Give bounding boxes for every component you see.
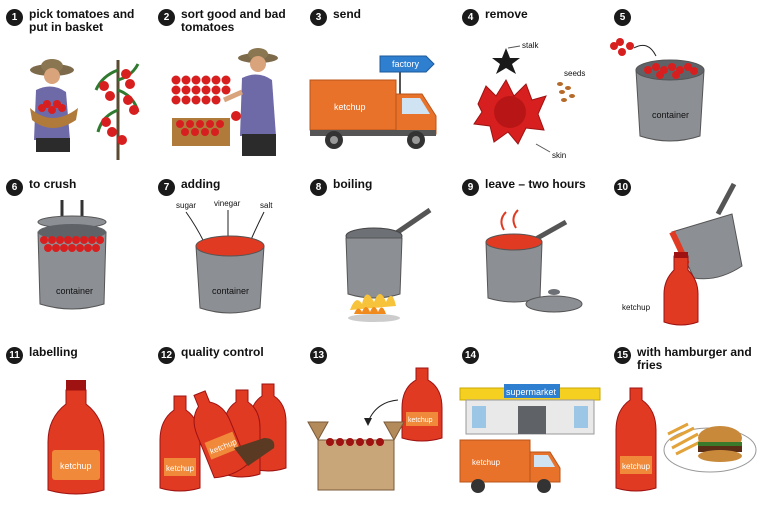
container-label: container	[56, 286, 93, 296]
pouring-into-bottle-illustration: ketchup	[622, 182, 743, 326]
step-title: quality control	[181, 345, 264, 359]
step-title: send	[333, 7, 362, 21]
step-6: 6 to crush container	[0, 170, 150, 338]
bottle-label: ketchup	[622, 462, 651, 471]
step-number: 6	[6, 179, 23, 196]
step-2: 2 sort good and bad tomatoes	[152, 0, 302, 168]
truck-label: ketchup	[334, 102, 366, 112]
step-title: boiling	[333, 177, 373, 191]
step-10: 10 ketchup	[608, 170, 758, 338]
step-number: 12	[158, 347, 175, 364]
ketchup-label: ketchup	[622, 303, 651, 312]
crushing-illustration: container	[37, 200, 107, 310]
step-number: 11	[6, 347, 23, 364]
step-12: 12 quality control ketchup ketchup	[152, 338, 302, 506]
step-8: 8 boiling	[304, 170, 454, 338]
step-1: 1 pick tomatoes and put in basket	[0, 0, 150, 168]
skin-label: skin	[552, 151, 566, 160]
quality-control-bottles-illustration: ketchup ketchup	[159, 383, 287, 492]
step-title: leave – two hours	[485, 177, 586, 191]
step-title: sort good and bad tomatoes	[181, 7, 286, 34]
step-title: labelling	[29, 345, 78, 359]
bottle-label: ketchup	[166, 464, 195, 473]
step-number: 10	[614, 179, 631, 196]
step-number: 13	[310, 347, 327, 364]
container-label: container	[652, 110, 689, 120]
step-number: 7	[158, 179, 175, 196]
supermarket-delivery-illustration: supermarket ketchup	[459, 384, 601, 493]
step-number: 14	[462, 347, 479, 364]
supermarket-sign-label: supermarket	[506, 387, 557, 397]
boiling-pot-illustration	[345, 207, 432, 322]
sorting-tomatoes-illustration	[171, 48, 278, 156]
step-5: 5 container	[608, 0, 758, 168]
step-title: adding	[181, 177, 221, 191]
tomato-parts-illustration: stalk seeds skin	[473, 41, 585, 160]
step-11: 11 labelling ketchup	[0, 338, 150, 506]
step-number: 15	[614, 347, 631, 364]
step-number: 4	[462, 9, 479, 26]
step-7: 7 adding sugar vinegar salt container	[152, 170, 302, 338]
bottle-label: ketchup	[60, 461, 92, 471]
labelled-bottle-illustration: ketchup	[47, 380, 105, 495]
step-number: 2	[158, 9, 175, 26]
container-label: container	[212, 286, 249, 296]
step-number: 5	[614, 9, 631, 26]
step-14: 14 supermarket ketchup	[456, 338, 606, 506]
step-3: 3 send factory ketchup	[304, 0, 454, 168]
picker-with-basket-illustration	[30, 59, 140, 160]
step-title: with hamburger and fries	[637, 345, 752, 372]
factory-sign-label: factory	[392, 59, 420, 69]
step-title: pick tomatoes and put in basket	[29, 7, 135, 34]
seeds-label: seeds	[564, 69, 585, 78]
stalk-label: stalk	[522, 41, 539, 50]
ketchup-with-burger-illustration: ketchup	[615, 387, 757, 492]
step-number: 1	[6, 9, 23, 26]
sugar-label: sugar	[176, 201, 196, 210]
truck-label: ketchup	[472, 458, 501, 467]
step-9: 9 leave – two hours	[456, 170, 606, 338]
step-4: 4 remove stalk seeds skin	[456, 0, 606, 168]
step-number: 8	[310, 179, 327, 196]
boxing-bottles-illustration: ketchup	[307, 367, 443, 491]
step-15: 15 with hamburger and fries ketchup	[608, 338, 758, 506]
container-with-tomatoes-illustration: container	[610, 38, 705, 142]
truck-to-factory-illustration: factory ketchup	[309, 55, 437, 149]
step-title: remove	[485, 7, 528, 21]
step-13: 13 ketchup	[304, 338, 454, 506]
vinegar-label: vinegar	[214, 199, 241, 208]
bottle-label: ketchup	[408, 417, 433, 424]
step-number: 3	[310, 9, 327, 26]
salt-label: salt	[260, 201, 273, 210]
step-title: to crush	[29, 177, 77, 191]
adding-ingredients-illustration: sugar vinegar salt container	[176, 199, 273, 314]
cooling-pot-illustration	[485, 209, 583, 313]
step-number: 9	[462, 179, 479, 196]
